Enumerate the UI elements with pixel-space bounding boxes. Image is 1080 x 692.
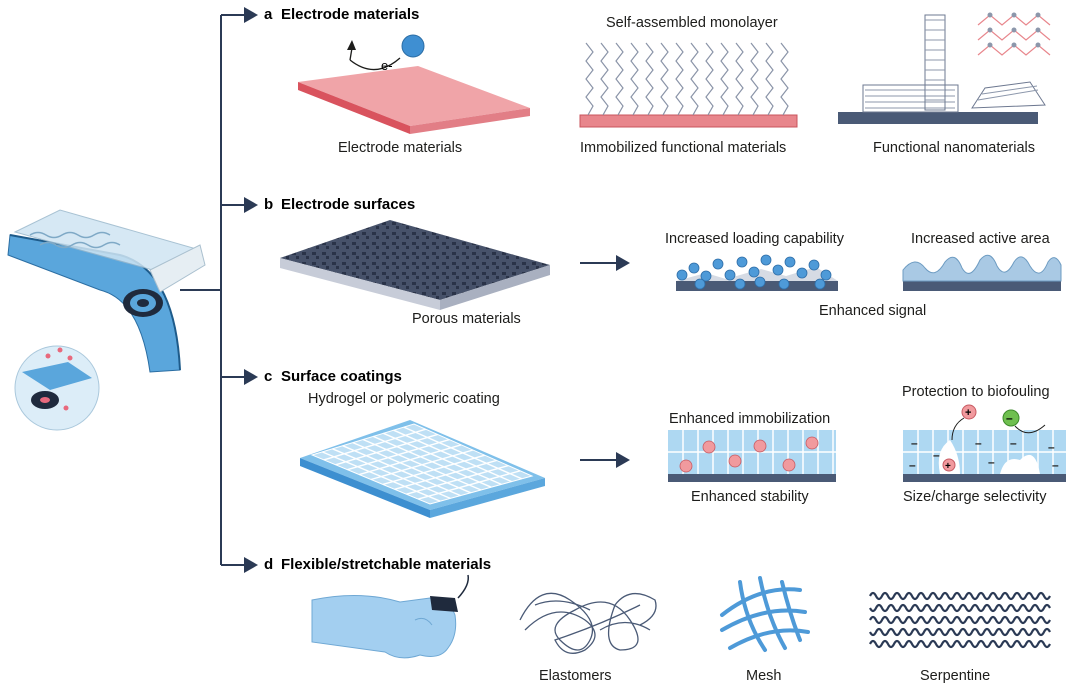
label-increased-loading-capability: Increased loading capability	[665, 231, 845, 247]
self-assembled-monolayer	[579, 42, 798, 128]
wearable-sensor-illustration	[7, 209, 206, 373]
svg-text:+: +	[965, 407, 971, 419]
electron-sphere	[401, 34, 425, 58]
label-serpentine: Serpentine	[920, 668, 990, 684]
electron-label: e-	[381, 58, 393, 73]
section-c-letter: c	[264, 368, 272, 385]
label-increased-active-area: Increased active area	[911, 231, 1051, 247]
label-self-assembled-monolayer: Self-assembled monolayer	[606, 15, 778, 31]
svg-text:–: –	[933, 448, 940, 462]
svg-text:+: +	[945, 461, 951, 472]
label-functional-nanomaterials: Functional nanomaterials	[873, 140, 1035, 156]
porous-material-slab	[280, 220, 550, 310]
label-immobilized-functional-materials: Immobilized functional materials	[580, 140, 786, 156]
label-protection-biofouling: Protection to biofouling	[902, 384, 1050, 400]
active-area-graphic	[902, 254, 1062, 291]
section-b-title: Electrode surfaces	[281, 196, 415, 213]
svg-text:–: –	[909, 458, 916, 472]
label-enhanced-stability: Enhanced stability	[691, 489, 809, 505]
svg-text:–: –	[911, 436, 918, 450]
section-d-title: Flexible/stretchable materials	[281, 556, 491, 573]
serpentine-illustration	[869, 591, 1051, 649]
svg-text:–: –	[1052, 458, 1059, 472]
section-a-letter: a	[264, 6, 273, 23]
svg-text:–: –	[1048, 440, 1055, 454]
label-electrode-materials: Electrode materials	[338, 140, 462, 156]
svg-text:–: –	[975, 436, 982, 450]
svg-text:–: –	[988, 455, 995, 469]
section-a-title: Electrode materials	[281, 6, 419, 23]
mesh-illustration	[720, 576, 810, 652]
section-b-letter: b	[264, 196, 273, 213]
label-elastomers: Elastomers	[539, 668, 612, 684]
hand-sensor	[311, 574, 470, 659]
svg-text:–: –	[1006, 411, 1013, 425]
tree-connectors	[180, 7, 630, 573]
loading-capability-graphic	[676, 254, 838, 291]
biofouling-graphic: –– –– –– –– + + –	[903, 404, 1066, 482]
sensor-zoom-circle	[14, 345, 100, 431]
immobilization-graphic	[668, 430, 836, 482]
label-enhanced-signal: Enhanced signal	[819, 303, 926, 319]
label-hydrogel-coating: Hydrogel or polymeric coating	[308, 391, 500, 407]
label-mesh: Mesh	[746, 668, 781, 684]
section-d-letter: d	[264, 556, 273, 573]
label-size-charge-selectivity: Size/charge selectivity	[903, 489, 1047, 505]
label-porous-materials: Porous materials	[412, 311, 521, 327]
hydrogel-coating-slab	[300, 420, 545, 518]
elastomer-illustration	[519, 592, 657, 654]
functional-nanomaterials	[838, 12, 1051, 124]
label-enhanced-immobilization: Enhanced immobilization	[669, 411, 830, 427]
section-c-title: Surface coatings	[281, 368, 402, 385]
svg-text:–: –	[1010, 436, 1017, 450]
electrode-plate-red: e-	[298, 34, 530, 134]
